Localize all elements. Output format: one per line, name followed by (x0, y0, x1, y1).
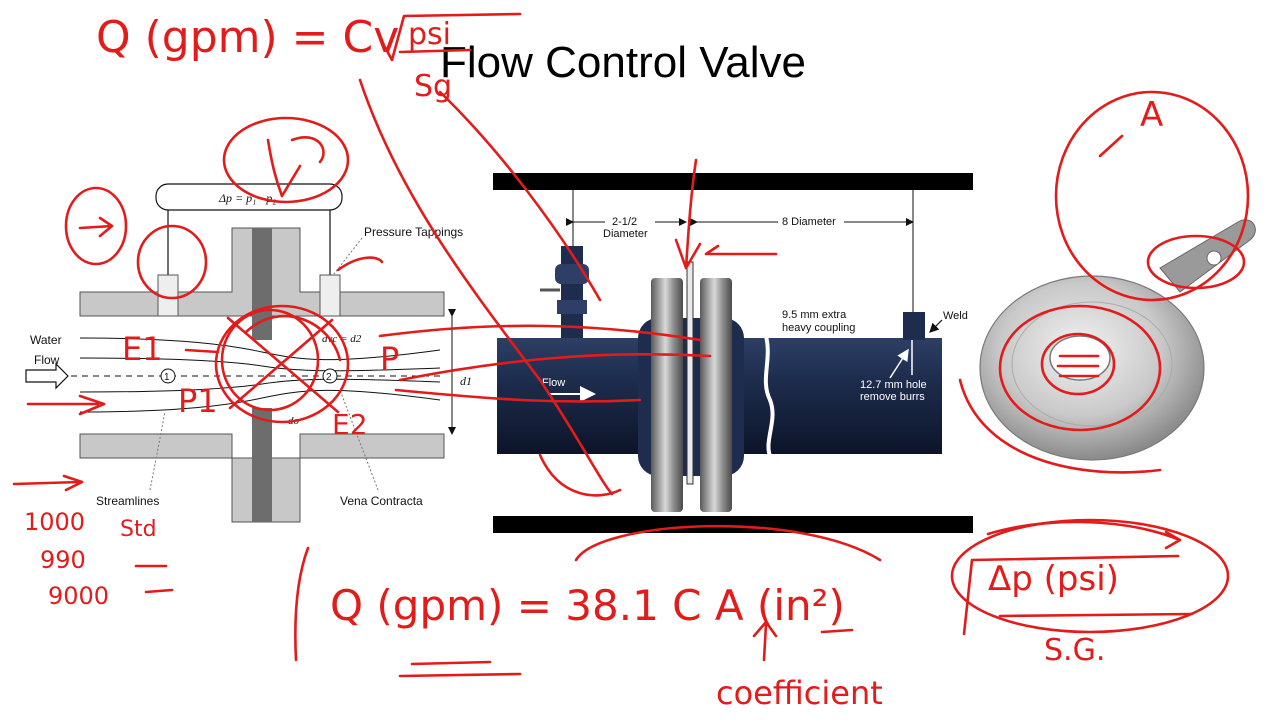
sqrt-fraction-bar (998, 612, 1194, 618)
orifice-plate-lower (252, 408, 272, 522)
top-formula-lhs: Q (gpm) = Cv (96, 12, 399, 63)
point-2-marker (322, 368, 338, 384)
water-label: Water (30, 333, 62, 347)
upstream-distance-label: 2-1/2 (612, 216, 637, 228)
coefficient-note: coefficient (716, 674, 883, 712)
weld-coupling (903, 312, 925, 340)
ink-circle (222, 116, 350, 204)
bottom-bar (493, 516, 973, 533)
ink-p1: P1 (178, 382, 218, 420)
ink-stroke (958, 378, 1162, 474)
pressure-tapping-2 (319, 274, 341, 317)
ink-stroke (336, 256, 384, 272)
top-fraction-bar (398, 48, 472, 54)
pressure-formula: Δp = p₁ - p₂ (218, 191, 276, 205)
ink-stroke (538, 453, 622, 497)
coupling-label-2: heavy coupling (782, 322, 855, 334)
ink-dash (820, 628, 854, 634)
list-item-3: 9000 (48, 582, 109, 610)
upstream-unit-label: Diameter (603, 228, 648, 240)
ink-arrow (78, 216, 114, 238)
list-item-2: 990 (40, 546, 86, 574)
ink-circle (998, 304, 1162, 432)
ink-stroke (358, 78, 614, 496)
list-item-1: 1000 (24, 508, 85, 536)
ink-circle (1054, 90, 1250, 302)
ink-bracket (294, 546, 310, 662)
flow-label: Flow (34, 353, 60, 367)
ink-stroke (1098, 134, 1124, 158)
point-2: 2 (326, 372, 332, 383)
ink-arrow (704, 244, 778, 256)
ink-circle (1146, 234, 1246, 290)
hole-label-2: remove burrs (860, 391, 925, 403)
flow-arrow (25, 362, 69, 390)
sqrt-numerator: Δp (psi) (988, 559, 1119, 599)
ink-underline (398, 660, 522, 678)
coupling-label-1: 9.5 mm extra (782, 309, 847, 321)
ink-e2: E2 (332, 408, 368, 441)
ink-scribble (1056, 354, 1100, 378)
ink-circle (64, 186, 128, 266)
ink-circle (214, 304, 350, 424)
weld-label: Weld (943, 310, 968, 322)
top-sqrt-sign (380, 12, 522, 62)
sqrt-denominator: S.G. (1044, 633, 1105, 668)
ink-arrow (986, 520, 1182, 550)
pipe-flow-label: Flow (542, 377, 565, 389)
list-item-1-unit: Std (120, 517, 157, 542)
ink-arrow (674, 158, 702, 270)
point-1-marker (160, 368, 176, 384)
slide-title: Flow Control Valve (440, 38, 806, 87)
top-formula-num: psi (408, 17, 451, 52)
hole-label-1: 12.7 mm hole (860, 379, 927, 391)
ink-scribble (266, 136, 325, 198)
ink-circle (220, 308, 320, 412)
ink-dash (144, 588, 174, 594)
orifice-plate-photo (979, 219, 1256, 461)
plate-bore (1049, 335, 1111, 381)
bottom-formula: Q (gpm) = 38.1 C A (in²) (330, 581, 845, 630)
ink-circle (950, 518, 1230, 634)
ink-flow-arrow (12, 474, 84, 492)
ink-stroke (378, 324, 702, 342)
vena-contracta-label: Vena Contracta (340, 494, 423, 508)
top-bar (493, 173, 973, 190)
ink-arrow (752, 620, 778, 662)
ink-circle (136, 224, 208, 300)
d1-label: d1 (460, 374, 472, 388)
ink-scribble (226, 314, 342, 414)
ink-stroke (398, 353, 712, 382)
pressure-tappings-label: Pressure Tappings (364, 225, 463, 239)
point-1: 1 (164, 372, 170, 383)
orifice-diagram: Δp = p₁ - p₂ Water Flow 1 2 d1 dv (25, 183, 472, 523)
pressure-formula-box (155, 183, 343, 211)
ink-area-a: A (1140, 95, 1163, 135)
ink-stroke (574, 524, 882, 562)
ink-p2: P (380, 340, 399, 378)
streamlines-label: Streamlines (96, 494, 159, 508)
sqrt-sign (962, 554, 1180, 636)
ink-circle (1040, 332, 1116, 396)
ink-stroke (438, 90, 602, 302)
streamlines (79, 337, 441, 413)
ink-dash (184, 348, 220, 354)
ink-flow-arrow (26, 394, 106, 416)
downstream-flange (700, 278, 732, 512)
ink-stroke (394, 388, 642, 403)
downstream-distance-label: 8 Diameter (782, 216, 836, 228)
ink-e1: E1 (122, 330, 163, 368)
